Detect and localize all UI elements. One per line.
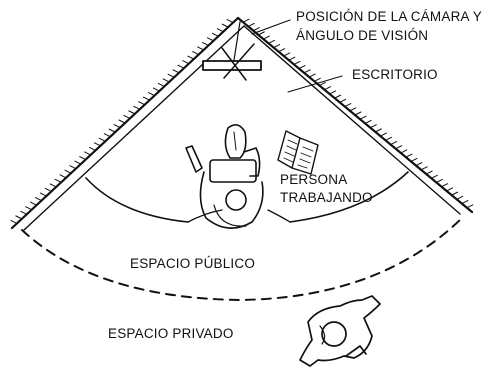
desk-label: ESCRITORIO [352,67,438,82]
camera-icon [202,21,262,81]
room-walls [10,16,474,231]
passerby-figure [299,295,381,367]
working-person-label-line2: TRABAJANDO [280,190,373,205]
working-person-label: PERSONA [280,172,348,187]
public-space-label: ESPACIO PÚBLICO [130,256,256,271]
wall-hatching-left [10,19,234,224]
private-space-label: ESPACIO PRIVADO [108,326,234,341]
public-private-boundary [21,217,463,301]
viewing-angle-label: ÁNGULO DE VISIÓN [296,28,429,43]
wall-hatching-right [242,18,474,209]
working-person-figure [185,124,264,229]
leader-lines [251,19,343,93]
desk-outline [85,171,409,223]
book-icon [277,130,319,175]
camera-position-label: POSICIÓN DE LA CÁMARA Y [296,9,482,24]
